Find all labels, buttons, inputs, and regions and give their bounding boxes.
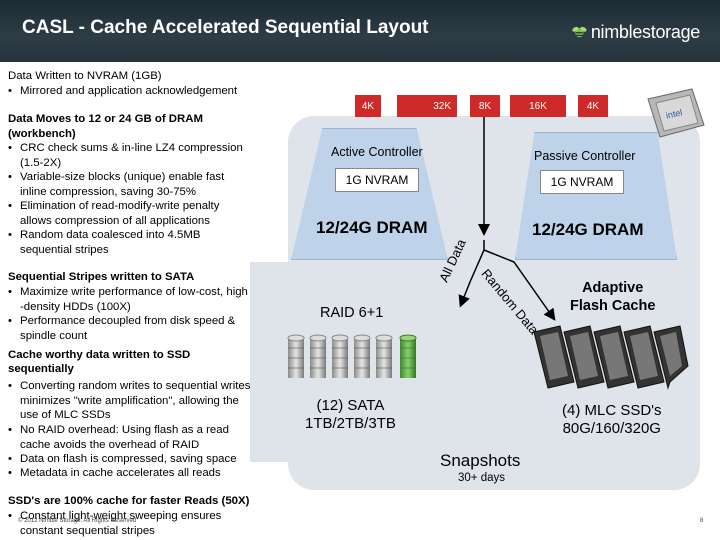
bullet-item: • CRC check sums & in-line LZ4 compressi… bbox=[8, 142, 243, 169]
logo-text: nimblestorage bbox=[590, 21, 700, 42]
hdd-parity-icon bbox=[399, 334, 417, 378]
hdd-icon bbox=[331, 334, 349, 378]
active-dram-label: 12/24G DRAM bbox=[316, 218, 428, 237]
passive-controller-box bbox=[515, 132, 677, 260]
bullet-item: • No RAID overhead: Using flash as a rea… bbox=[8, 424, 229, 451]
nimble-logo: nimblestorage bbox=[572, 20, 700, 44]
active-nvram-box: 1G NVRAM bbox=[335, 168, 419, 192]
bullet-item: • Variable-size blocks (unique) enable f… bbox=[8, 171, 225, 198]
bullet-item: • Constant light-weight sweeping ensures… bbox=[8, 510, 222, 537]
ssd-label: (4) MLC SSD's 80G/160/320G bbox=[562, 402, 662, 437]
flash-cache-label: Adaptive Flash Cache bbox=[570, 280, 656, 314]
ssd-icon bbox=[593, 325, 635, 389]
block-size-pill: 16K bbox=[510, 95, 566, 117]
passive-dram-label: 12/24G DRAM bbox=[532, 220, 644, 239]
copyright: © 2012 Nimble Storage. All Rights Reserv… bbox=[18, 518, 137, 524]
passive-controller-label: Passive Controller bbox=[534, 149, 636, 163]
bullet-item: • Data on flash is compressed, saving sp… bbox=[8, 453, 237, 465]
bullet-item: • Maximize write performance of low-cost… bbox=[8, 286, 248, 313]
block-size-pill: 8K bbox=[470, 95, 500, 117]
section-nvram-heading: Data Written to NVRAM (1GB) bbox=[8, 70, 162, 82]
cpu-chip-icon: intel bbox=[647, 88, 705, 138]
raid-label: RAID 6+1 bbox=[320, 305, 384, 321]
block-size-pill: 32K bbox=[397, 95, 457, 117]
hdd-icon bbox=[375, 334, 393, 378]
section-dram-heading-line2: (workbench) bbox=[8, 128, 76, 140]
hdd-icon bbox=[353, 334, 371, 378]
snapshots-label: Snapshots bbox=[440, 451, 521, 470]
block-size-pill: 4K bbox=[578, 95, 608, 117]
bullet-item: • Elimination of read-modify-write penal… bbox=[8, 200, 220, 227]
sata-disk-stack bbox=[287, 334, 417, 378]
ssd-stack bbox=[533, 325, 689, 390]
sata-label: (12) SATA 1TB/2TB/3TB bbox=[305, 397, 396, 432]
nimble-bee-icon bbox=[572, 26, 587, 38]
arrow-all-data bbox=[458, 240, 485, 308]
snapshots-retention: 30+ days bbox=[458, 472, 505, 484]
arrow-random-data bbox=[483, 249, 556, 321]
bullet-item: • Metadata in cache accelerates all read… bbox=[8, 467, 221, 479]
block-size-pill: 4K bbox=[355, 95, 381, 117]
page-number: 8 bbox=[700, 518, 704, 524]
active-controller-label: Active Controller bbox=[331, 145, 423, 159]
header-bar: CASL - Cache Accelerated Sequential Layo… bbox=[0, 0, 720, 62]
passive-nvram-box: 1G NVRAM bbox=[540, 170, 624, 194]
ssd-icon bbox=[623, 325, 665, 389]
hdd-icon bbox=[309, 334, 327, 378]
chip-brand: intel bbox=[665, 107, 683, 120]
ssd-icon bbox=[533, 325, 575, 389]
ssd-icon bbox=[563, 325, 605, 389]
section-cache-heading: SSD's are 100% cache for faster Reads (5… bbox=[8, 495, 250, 507]
slide-title: CASL - Cache Accelerated Sequential Layo… bbox=[22, 17, 429, 38]
section-ssd-heading-line2: sequentially bbox=[8, 363, 74, 375]
bullet-item: • Converting random writes to sequential… bbox=[8, 380, 251, 421]
bullet-item: • Performance decoupled from disk speed … bbox=[8, 315, 236, 342]
section-dram-heading-line1: Data Moves to 12 or 24 GB of DRAM bbox=[8, 113, 203, 125]
hdd-icon bbox=[287, 334, 305, 378]
section-ssd-heading-line1: Cache worthy data written to SSD bbox=[8, 349, 191, 361]
section-sata-heading: Sequential Stripes written to SATA bbox=[8, 271, 195, 283]
bullet-item: • Mirrored and application acknowledgeme… bbox=[8, 85, 238, 97]
ssd-icon bbox=[653, 325, 689, 390]
